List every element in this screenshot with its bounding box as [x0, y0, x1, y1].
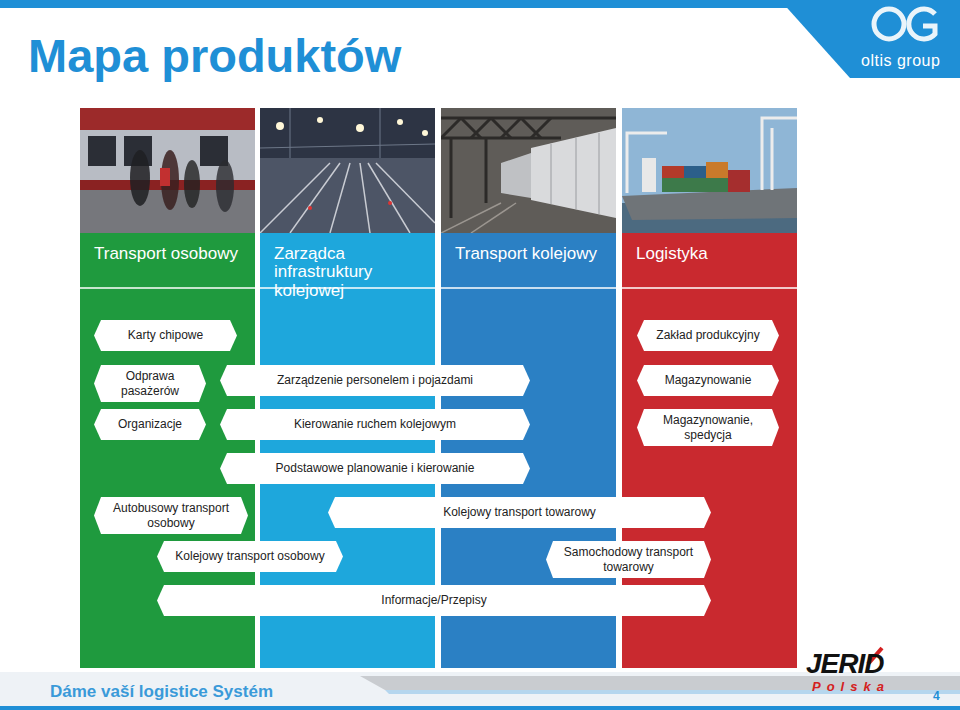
- product-bar: Kolejowy transport towarowy: [328, 497, 711, 528]
- text-label: oltis group: [861, 52, 940, 70]
- bar-label: Odprawa pasażerów: [106, 369, 194, 398]
- bar-label: Informacje/Przepisy: [381, 593, 486, 607]
- band-divider: [622, 287, 797, 289]
- band-heading: Transport osobowy: [94, 245, 247, 263]
- bar-label: Karty chipowe: [128, 328, 203, 342]
- product-bar: Zakład produkcyjny: [637, 320, 779, 351]
- bar-label: Magazynowanie: [665, 373, 752, 387]
- bar-label: Kolejowy transport osobowy: [175, 549, 324, 563]
- bar-label: Magazynowanie, spedycja: [649, 413, 767, 442]
- product-bar: Podstawowe planowanie i kierowanie: [220, 453, 530, 484]
- band-heading: Logistyka: [636, 245, 789, 263]
- bar-label: Samochodowy transport towarowy: [558, 545, 699, 574]
- bar-label: Zarządzenie personelem i pojazdami: [277, 373, 473, 387]
- product-bar: Kierowanie ruchem kolejowym: [220, 409, 530, 440]
- bar-label: Autobusowy transport osobowy: [106, 501, 236, 530]
- page-title: Mapa produktów: [28, 28, 401, 83]
- band-divider: [80, 287, 255, 289]
- product-bar: Samochodowy transport towarowy: [546, 541, 711, 578]
- bar-label: Zakład produkcyjny: [656, 328, 759, 342]
- bar-label: Organizacje: [118, 417, 182, 431]
- text-label: Dáme vaší logistice Systém: [50, 682, 273, 702]
- product-bar: Autobusowy transport osobowy: [94, 497, 248, 534]
- product-bar: Kolejowy transport osobowy: [157, 541, 343, 572]
- text-label: 4: [933, 689, 940, 703]
- band-divider: [441, 287, 616, 289]
- bar-label: Kierowanie ruchem kolejowym: [294, 417, 456, 431]
- bar-label: Podstawowe planowanie i kierowanie: [276, 461, 475, 475]
- text-label: Polska: [812, 679, 890, 694]
- product-bar: Magazynowanie: [637, 365, 779, 396]
- text-label: JERID: [806, 648, 883, 680]
- band-heading: Zarządca infrastruktury kolejowej: [274, 245, 427, 300]
- product-bar: Zarządzenie personelem i pojazdami: [220, 365, 530, 396]
- product-bar: Organizacje: [94, 409, 206, 440]
- product-bar: Informacje/Przepisy: [157, 585, 711, 616]
- product-bar: Odprawa pasażerów: [94, 365, 206, 402]
- product-bar: Magazynowanie, spedycja: [637, 409, 779, 446]
- bar-label: Kolejowy transport towarowy: [443, 505, 596, 519]
- band-heading: Transport kolejowy: [455, 245, 608, 263]
- product-bar: Karty chipowe: [94, 320, 237, 351]
